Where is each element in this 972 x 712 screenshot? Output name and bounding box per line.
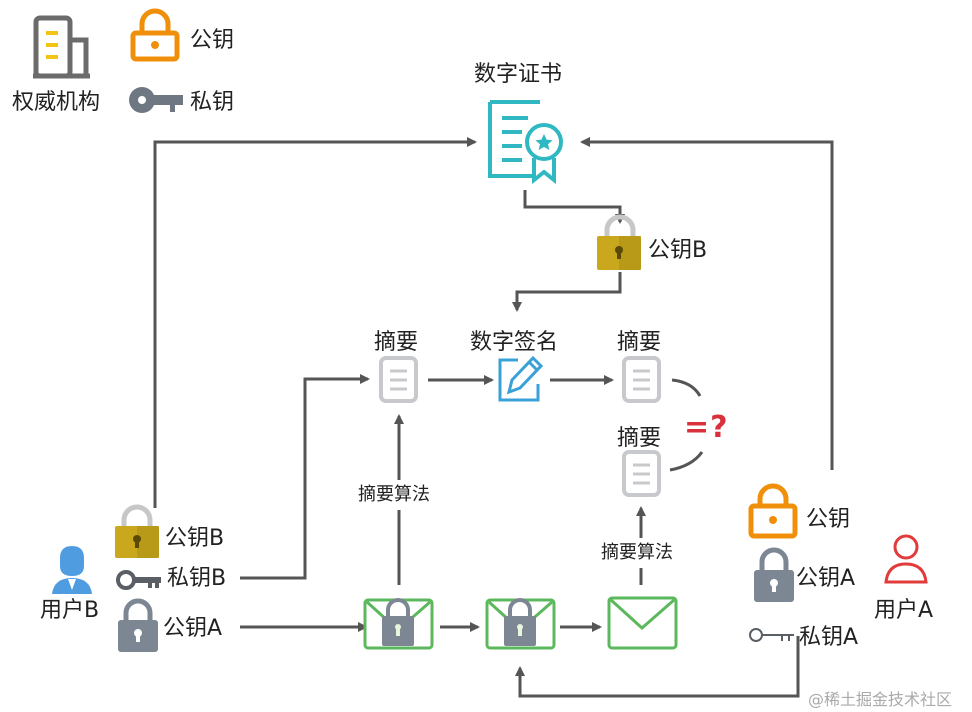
user-b-person-icon [52,546,92,594]
compare-mark: =? [684,410,729,445]
digest-top-right-label: 摘要 [617,330,662,355]
user-b-label: 用户B [40,598,100,623]
digest-left-label: 摘要 [374,330,419,355]
authority-private-key-label: 私钥 [190,90,235,115]
algo-right-label: 摘要算法 [601,542,673,563]
authority-private-key-icon [129,87,183,113]
authority-public-key-label: 公钥 [190,28,235,53]
user-b-private-key-b-label: 私钥B [167,566,227,591]
authority-label: 权威机构 [12,90,101,115]
envelope-open-icon [607,596,678,650]
user-a-public-key-label: 公钥 [806,507,851,532]
user-b-private-key-b-icon [116,570,161,590]
arrow-privatekey-a-to-envelope2 [515,636,800,698]
arrow-privatekey-b-to-digest [240,374,370,580]
certificate-label: 数字证书 [474,62,563,87]
compare-curve-bottom [669,451,704,472]
digest-bottom-right-label: 摘要 [617,426,662,451]
signature-label: 数字签名 [470,330,559,355]
cert-public-key-b-label: 公钥B [648,238,708,263]
arrow-certificate-to-publickey-b [523,190,625,224]
authority-public-key-lock-icon [130,8,180,62]
user-a-public-key-lock-icon [748,483,798,539]
user-b-public-key-a-lock-icon [118,598,158,652]
certificate-icon [488,100,563,185]
signature-pen-icon [498,355,544,402]
arrow-usera-to-certificate [580,137,834,470]
watermark: @稀土掘金技术社区 [808,690,953,709]
user-a-public-key-a-label: 公钥A [796,566,856,591]
user-b-public-key-b-lock-icon [115,504,159,558]
certificate-star-icon [535,134,553,150]
arrow-publickey-b-to-signature [512,272,622,312]
connectors [153,137,834,698]
user-a-private-key-a-icon [749,628,794,642]
building-icon [33,15,90,79]
user-b-public-key-b-label: 公钥B [165,526,225,551]
user-a-label: 用户A [874,598,934,623]
compare-curve-top [671,378,702,397]
arrow-authority-to-certificate [153,137,477,508]
envelope-locked-2-icon [485,598,556,650]
user-a-person-icon [884,534,928,584]
digest-bottom-right-icon [622,450,661,497]
digest-top-right-icon [622,356,661,403]
cert-public-key-b-lock-icon [597,214,641,270]
algo-left-label: 摘要算法 [358,484,430,505]
digest-left-icon [379,356,418,403]
envelope-locked-1-icon [363,598,434,650]
user-a-private-key-a-label: 私钥A [799,625,859,650]
user-a-public-key-a-lock-icon [754,547,794,602]
user-b-public-key-a-label: 公钥A [163,616,223,641]
